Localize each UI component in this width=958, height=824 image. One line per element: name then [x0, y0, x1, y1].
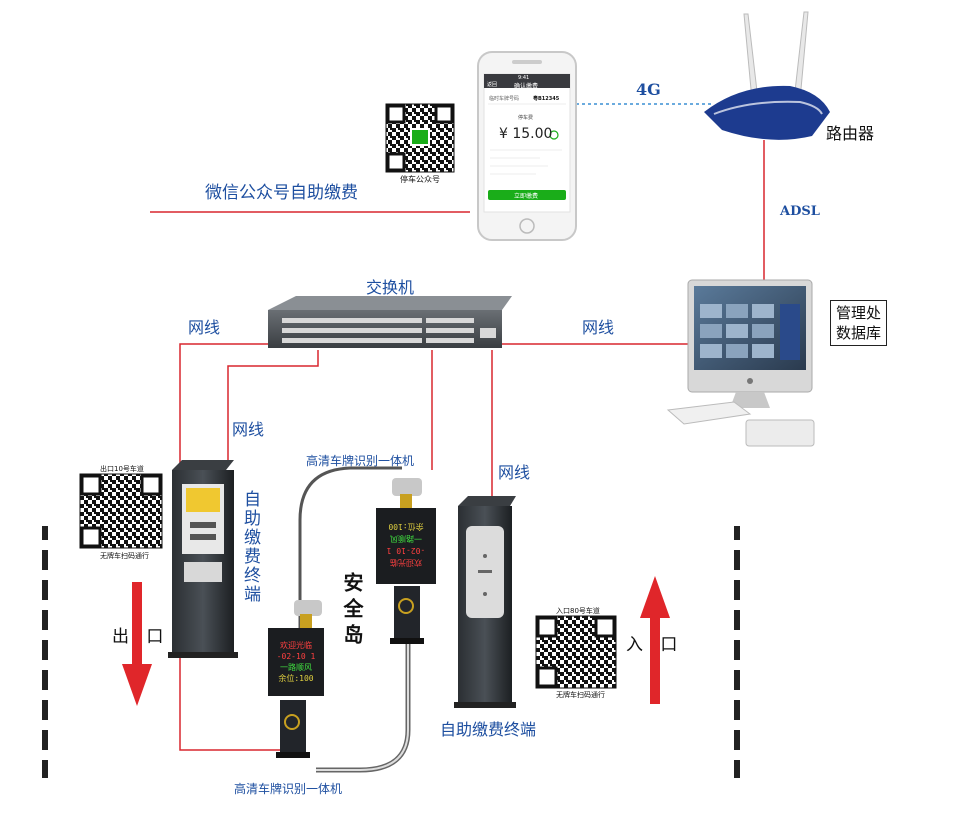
- lpr-top-line4: 余位:100: [388, 522, 424, 531]
- phone-fee-title: 停车费: [518, 115, 534, 121]
- admin-computer: [666, 279, 815, 447]
- apple-logo-icon: [747, 378, 753, 384]
- phone-back[interactable]: 返回: [487, 82, 498, 88]
- lpr-bottom-label: 高清车牌识别一体机: [234, 782, 343, 796]
- entry-payment-kiosk: [454, 496, 516, 708]
- qr-exit: [79, 473, 163, 549]
- lpr-unit-bottom: [268, 600, 324, 758]
- lpr-top-line2: -02-10 1: [386, 546, 426, 555]
- adsl-label: ADSL: [780, 204, 820, 219]
- kiosk-entry-label: 自助缴费终端: [440, 720, 537, 739]
- exit-arrow: [122, 582, 152, 706]
- smartphone: [477, 51, 577, 241]
- lane-barrier-left: [42, 526, 48, 778]
- qr-entry-caption: 无牌车扫码通行: [556, 691, 605, 699]
- entry-arrow: [640, 576, 670, 704]
- qr-entry-title: 入口80号车道: [556, 607, 600, 615]
- exit-payment-kiosk: [168, 460, 238, 658]
- loop-cable-bottom: [316, 640, 411, 773]
- lpr-bottom-display: 欢迎光临 -02-10 1 一路顺风 余位:100: [272, 640, 320, 684]
- lane-barrier-right: [734, 526, 740, 778]
- network-switch: [268, 296, 512, 348]
- cable-right-label: 网线: [582, 318, 615, 337]
- loop-cable: [298, 466, 402, 660]
- exit-label: 出 口: [112, 627, 164, 647]
- lpr-top-display: 欢迎光临 -02-10 1 一路顺风 余位:100: [380, 520, 432, 568]
- cable-left-label: 网线: [188, 318, 221, 337]
- net-4g-label: 4G: [636, 80, 661, 99]
- router-label: 路由器: [826, 124, 875, 143]
- wires: [150, 103, 765, 773]
- lpr-top-line3: 一路顺风: [390, 534, 422, 543]
- qr-exit-caption: 无牌车扫码通行: [100, 552, 149, 560]
- lpr-bottom-line3: 一路顺风: [280, 663, 312, 672]
- phone-plate-value: 粤B12345: [533, 96, 560, 102]
- pay-button-shape: [488, 190, 566, 200]
- phone-plate-label: 临时车牌号码: [489, 96, 520, 102]
- lpr-bottom-line1: 欢迎光临: [280, 641, 312, 650]
- phone-amount: ¥ 15.00: [499, 126, 553, 142]
- lpr-unit-top: [376, 478, 436, 644]
- lpr-bottom-line2: -02-10 1: [276, 652, 316, 661]
- wire-kiosk: [227, 350, 319, 462]
- qr-wechat-caption: 停车公众号: [400, 175, 440, 184]
- qr-entry: [535, 615, 617, 689]
- cable-kiosk-label: 网线: [232, 420, 265, 439]
- lpr-top-label: 高清车牌识别一体机: [306, 454, 415, 468]
- safety-island-label: 安全岛: [340, 572, 364, 650]
- phone-status-time: 9:41: [518, 75, 530, 81]
- wechat-icon: [549, 130, 559, 140]
- lpr-top-line1: 欢迎光临: [390, 558, 422, 567]
- cable-entry-label: 网线: [498, 463, 531, 482]
- router: [704, 11, 830, 140]
- kiosk-exit-label: 自助缴费终端: [240, 490, 260, 604]
- parking-p-icon: [412, 130, 428, 144]
- admin-db-line2: 数据库: [836, 324, 882, 342]
- entry-label: 入 口: [626, 635, 678, 655]
- admin-db-label: 管理处 数据库: [830, 300, 888, 346]
- admin-db-line1: 管理处: [836, 304, 882, 322]
- lpr-bottom-line4: 余位:100: [278, 674, 314, 683]
- qr-exit-title: 出口10号车道: [100, 465, 144, 473]
- wechat-pay-label: 微信公众号自助缴费: [205, 183, 358, 203]
- switch-label: 交换机: [366, 278, 415, 297]
- qr-wechat: [385, 103, 455, 173]
- phone-header: 确认缴费: [514, 83, 539, 90]
- phone-pay-button[interactable]: 立即缴费: [514, 193, 539, 200]
